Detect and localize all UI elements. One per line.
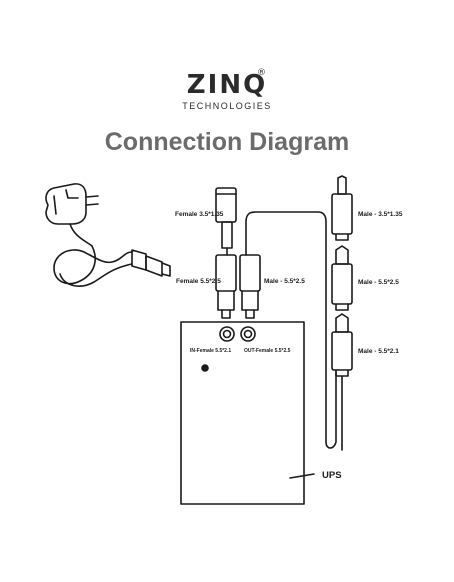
brand-logo: ZINQ [186,70,268,100]
female-5-5-2-5-connector [215,254,237,319]
male-5-5-2-5-connector [331,245,353,311]
power-led-icon [201,364,209,372]
registered-mark: ® [257,68,266,78]
label-ups: UPS [322,470,342,481]
female-3-5-1-35-connector [215,187,237,256]
label-male-5-5-2-5-center: Male - 5.5*2.5 [264,278,305,285]
brand-subtitle: TECHNOLOGIES [182,101,272,111]
label-male-3-5-1-35: Male - 3.5*1.35 [358,211,403,218]
label-male-5-5-2-1: Male - 5.5*2.1 [358,348,399,355]
label-male-5-5-2-5: Male - 5.5*2.5 [358,279,399,286]
page-title: Connection Diagram [104,128,350,156]
ups-box [180,321,315,505]
label-female-3-5-1-35: Female 3.5*1.35 [175,211,224,218]
male-3-5-1-35-connector [331,175,353,241]
male-5-5-2-1-connector [331,313,353,451]
label-female-5-5-2-5: Female 5.5*2.5 [176,278,221,285]
power-adapter-icon [45,183,171,287]
male-5-5-2-5-center-connector [239,211,337,449]
label-out-port: OUT-Female 5.5*2.5 [244,348,291,354]
label-in-port: IN-Female 5.5*2.1 [190,348,231,354]
